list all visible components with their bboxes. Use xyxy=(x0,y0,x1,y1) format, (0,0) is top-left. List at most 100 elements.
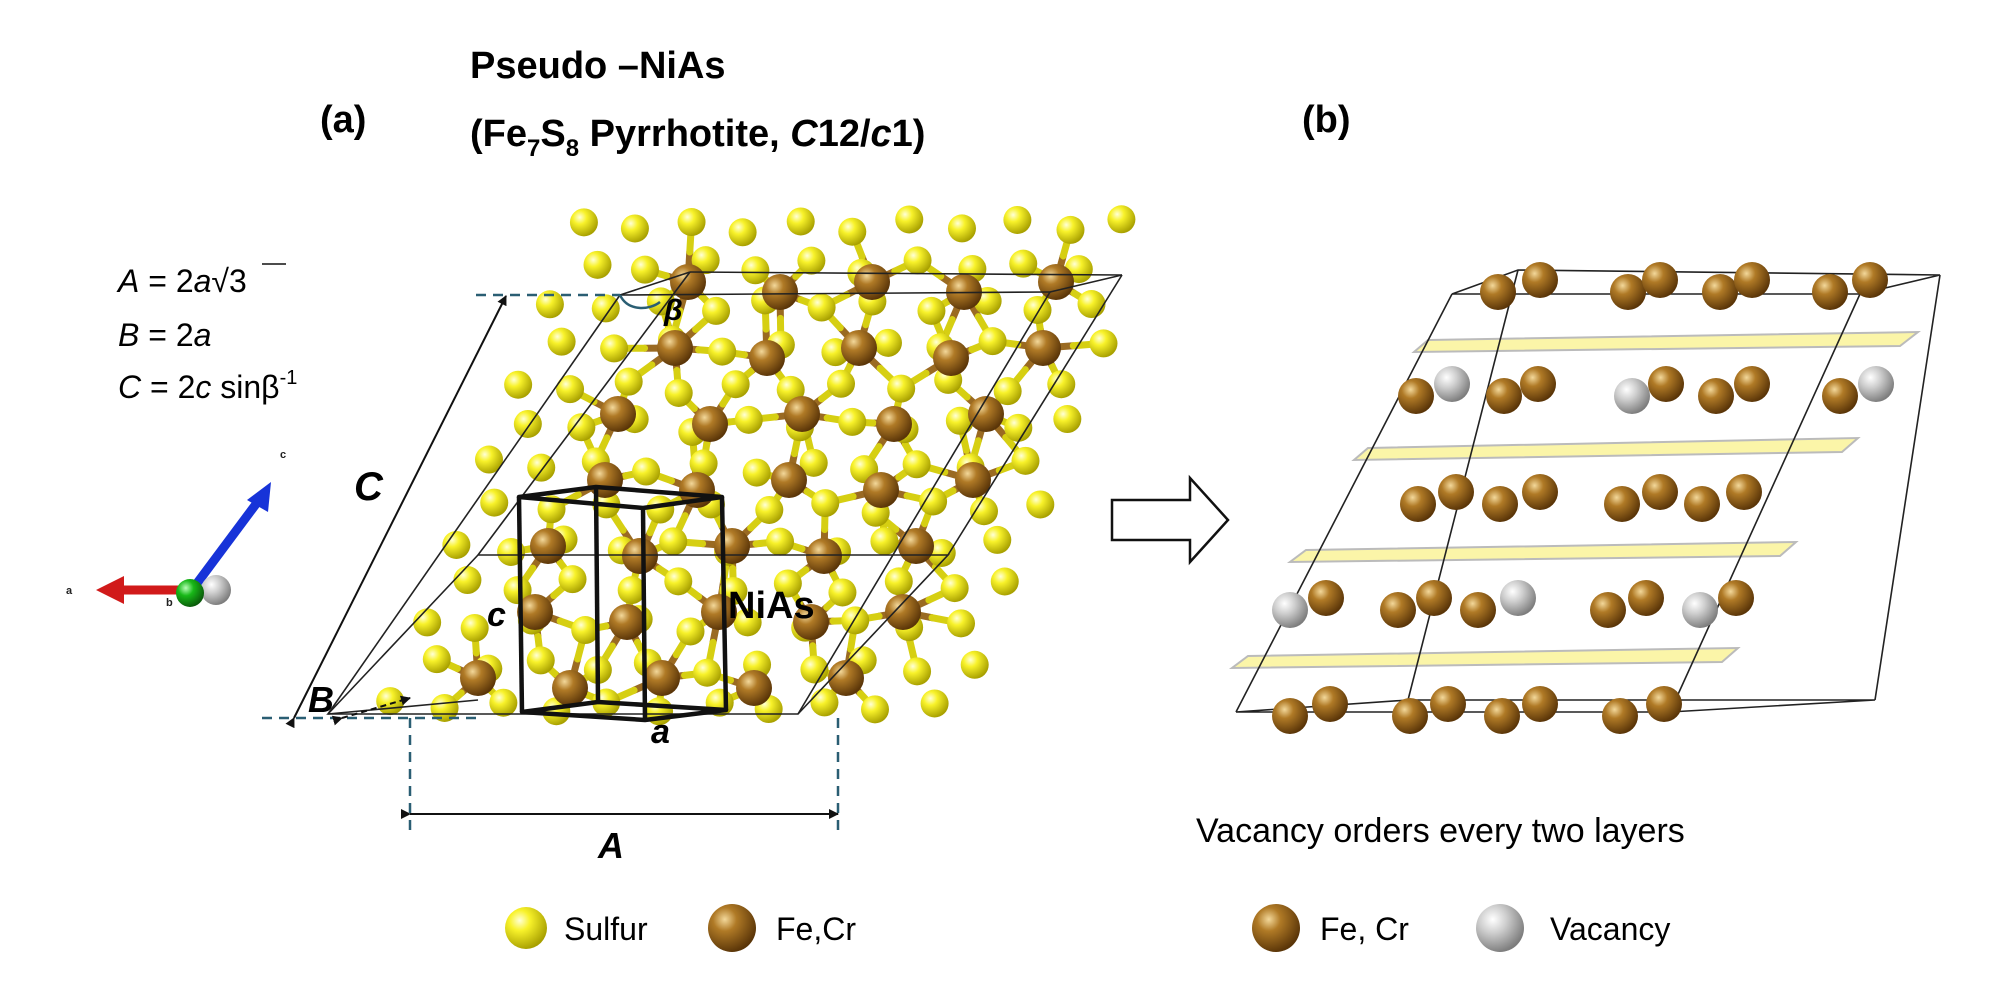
orientation-axes xyxy=(96,482,271,607)
iron-atom xyxy=(1380,592,1416,628)
sulfur-atom xyxy=(970,497,998,525)
iron-atom xyxy=(1522,474,1558,510)
panel-b-caption: Vacancy orders every two layers xyxy=(1196,812,1685,850)
sulfur-atom xyxy=(810,688,838,716)
sulfur-atom xyxy=(766,528,794,556)
sulfur-atom xyxy=(1026,490,1054,518)
iron-atom xyxy=(622,538,658,574)
iron-atom xyxy=(1590,592,1626,628)
sulfur-atom xyxy=(1053,405,1081,433)
sulfur-atom xyxy=(838,218,866,246)
sulfur-atom xyxy=(895,205,923,233)
sulfur-atom xyxy=(961,651,989,679)
sulfur-atom xyxy=(461,614,489,642)
iron-atom xyxy=(1484,698,1520,734)
cell-label-a-small: a xyxy=(651,713,670,751)
iron-atom xyxy=(1312,686,1348,722)
iron-atom xyxy=(1646,686,1682,722)
sulfur-atom xyxy=(504,371,532,399)
sulfur-atom xyxy=(919,487,947,515)
sulfur-atom xyxy=(453,566,481,594)
iron-atom xyxy=(1460,592,1496,628)
sulfur-atom xyxy=(797,247,825,275)
iron-atom xyxy=(1642,262,1678,298)
iron-atom xyxy=(1602,698,1638,734)
iron-atom xyxy=(1308,580,1344,616)
sulfur-atom xyxy=(559,565,587,593)
vacancy-site xyxy=(1858,366,1894,402)
sulfur-atom xyxy=(664,567,692,595)
legend-fecr-label-b: Fe, Cr xyxy=(1320,911,1409,947)
iron-atom xyxy=(784,396,820,432)
iron-atom xyxy=(1400,486,1436,522)
iron-atom xyxy=(609,604,645,640)
sulfur-atom xyxy=(947,609,975,637)
iron-atom xyxy=(1812,274,1848,310)
panel-b-label: (b) xyxy=(1302,99,1351,141)
sulfur-atom xyxy=(708,338,736,366)
iron-atom xyxy=(1480,274,1516,310)
sulfur-atom xyxy=(941,574,969,602)
sulfur-atom xyxy=(615,368,643,396)
iron-atom xyxy=(1610,274,1646,310)
sulfur-atom xyxy=(885,567,913,595)
iron-atom xyxy=(1520,366,1556,402)
legend-sulfur-swatch xyxy=(505,907,547,949)
vacancy-site xyxy=(1614,378,1650,414)
iron-atom xyxy=(1734,262,1770,298)
sulfur-atom xyxy=(632,458,660,486)
iron-atom xyxy=(1025,330,1061,366)
sulfur-atom xyxy=(584,251,612,279)
iron-atom xyxy=(714,528,750,564)
atom-cluster-a xyxy=(376,205,1135,725)
sulfur-atom xyxy=(887,375,915,403)
vacancy-site xyxy=(1434,366,1470,402)
sulfur-atom xyxy=(489,689,517,717)
sulfur-atom xyxy=(527,646,555,674)
iron-atom xyxy=(657,330,693,366)
sulfur-atom xyxy=(1003,206,1031,234)
sulfur-atom xyxy=(874,329,902,357)
sulfur-atom xyxy=(1107,205,1135,233)
iron-atom xyxy=(955,462,991,498)
iron-atom xyxy=(1726,474,1762,510)
sulfur-atom xyxy=(861,695,889,723)
sulfur-atom xyxy=(631,256,659,284)
sulfur-atom xyxy=(548,328,576,356)
iron-atom xyxy=(933,340,969,376)
vacancy-site xyxy=(1272,592,1308,628)
sulfur-atom xyxy=(1024,296,1052,324)
sulfur-atom xyxy=(678,208,706,236)
sulfur-atom xyxy=(828,578,856,606)
legend-vacancy-label: Vacancy xyxy=(1550,911,1670,947)
iron-atom xyxy=(600,396,636,432)
iron-atom xyxy=(762,274,798,310)
iron-atom xyxy=(1698,378,1734,414)
sulfur-atom xyxy=(741,256,769,284)
legend-fecr-swatch-b xyxy=(1252,904,1300,952)
iron-atom xyxy=(1648,366,1684,402)
iron-atom xyxy=(968,396,1004,432)
sulfur-atom xyxy=(646,496,674,524)
a-axis-arrowhead xyxy=(96,576,124,604)
sulfur-atom xyxy=(808,294,836,322)
sulfur-atom xyxy=(1056,216,1084,244)
sulfur-atom xyxy=(1078,290,1106,318)
panel-a-label: (a) xyxy=(320,99,366,141)
panel-a-title-line2: (Fe7S8 Pyrrhotite, C12/c1) xyxy=(470,113,925,162)
sulfur-atom xyxy=(841,606,869,634)
legend-sulfur-label: Sulfur xyxy=(564,911,648,947)
b-axis-sphere xyxy=(176,579,204,607)
sulfur-atom xyxy=(735,406,763,434)
sulfur-atom xyxy=(903,450,931,478)
iron-atom xyxy=(1416,580,1452,616)
sulfur-atom xyxy=(921,689,949,717)
axis-label-b: b xyxy=(166,597,173,609)
sulfur-atom xyxy=(787,207,815,235)
sulfur-atom xyxy=(1047,370,1075,398)
iron-atom xyxy=(692,406,728,442)
iron-atom xyxy=(1822,378,1858,414)
equation-a: A = 2a√3 xyxy=(116,263,247,299)
iron-atom xyxy=(771,462,807,498)
